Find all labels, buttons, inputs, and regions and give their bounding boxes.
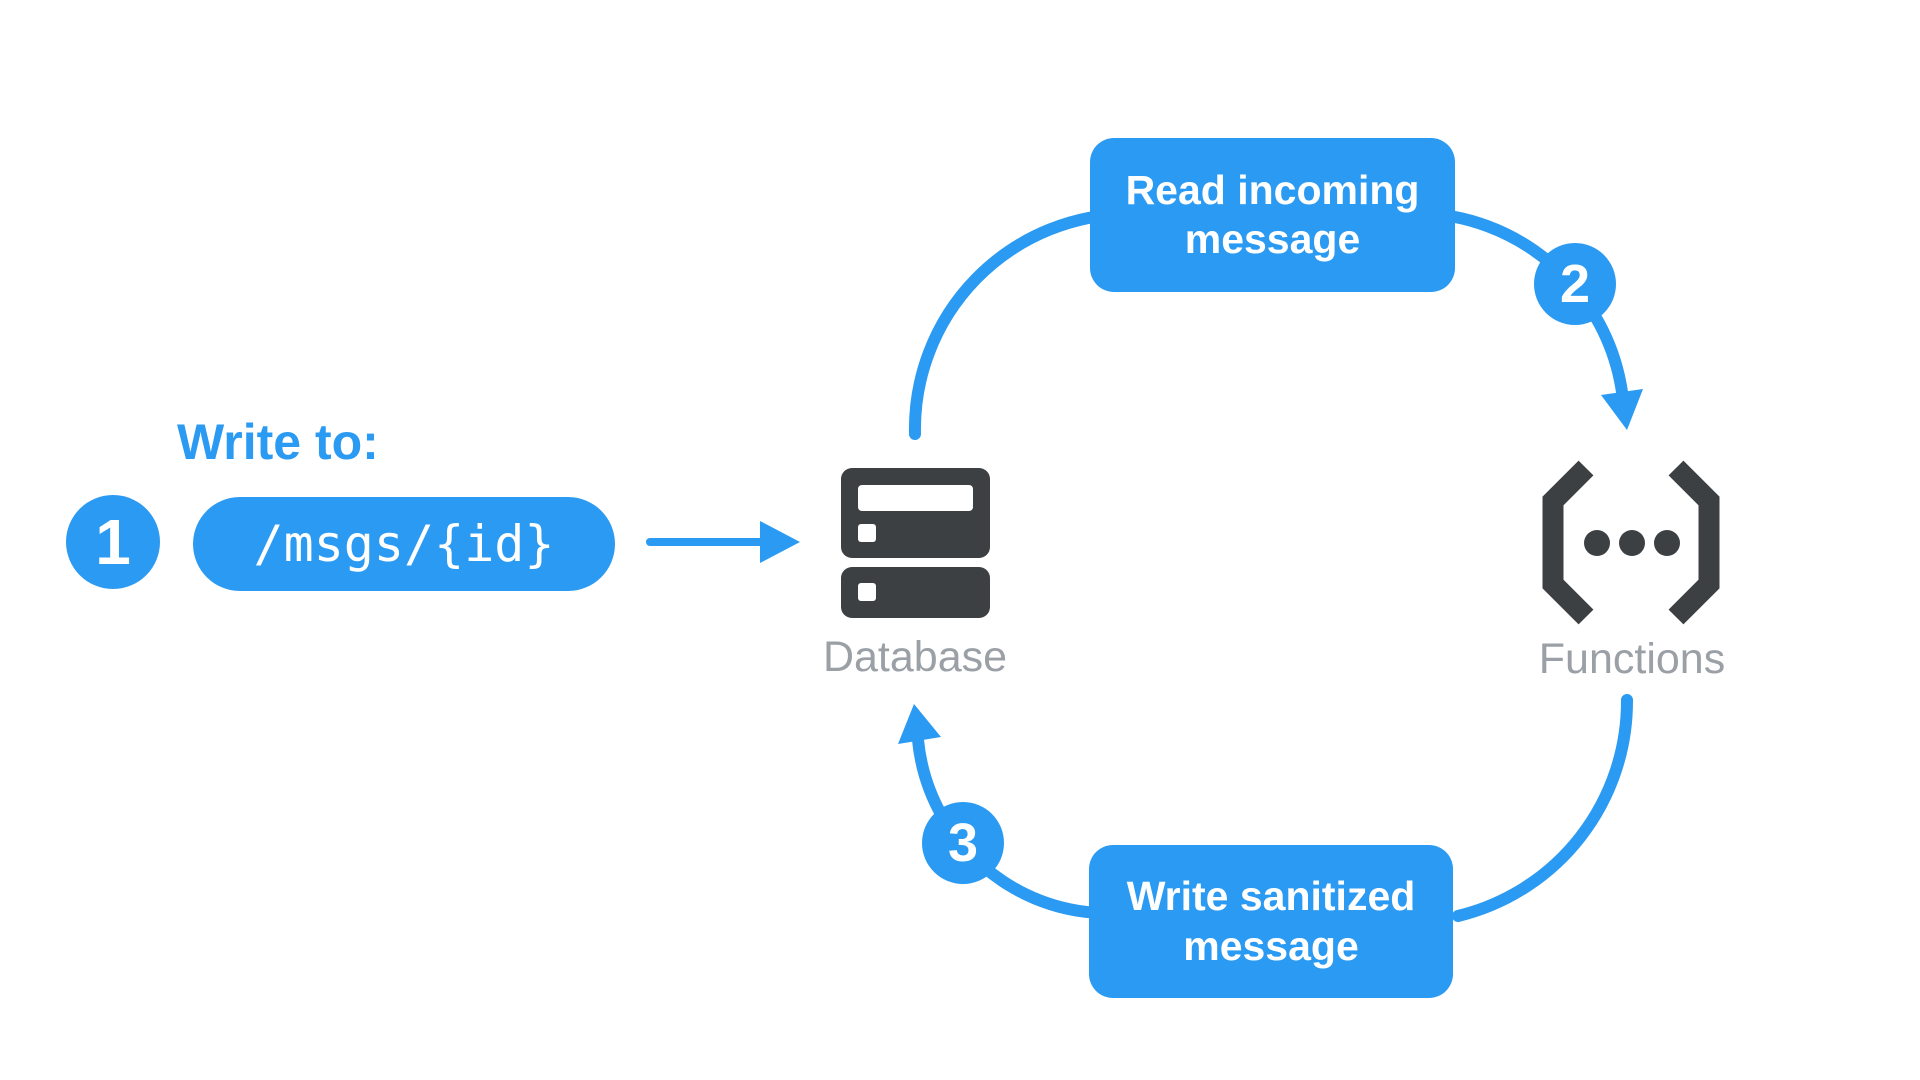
step-badge-1: 1 [66,495,160,589]
read-arc-arrow-head-icon [1601,389,1643,430]
write-to-heading: Write to: [177,414,379,470]
step-badge-3: 3 [922,802,1004,884]
database-server-icon [841,468,990,618]
database-path-pill: /msgs/{id} [193,497,615,591]
write-arrow-head-icon [760,521,800,563]
sanitize-arc-arrow-head-icon [898,704,941,744]
read-incoming-message-box: Read incoming message [1090,138,1455,292]
step-badge-2: 2 [1534,243,1616,325]
database-node-label: Database [822,633,1008,681]
functions-node-label: Functions [1538,635,1726,683]
sanitize-arc-right [1452,694,1634,922]
write-sanitized-message-box: Write sanitized message [1089,845,1453,998]
functions-code-brackets-icon [1542,460,1720,625]
